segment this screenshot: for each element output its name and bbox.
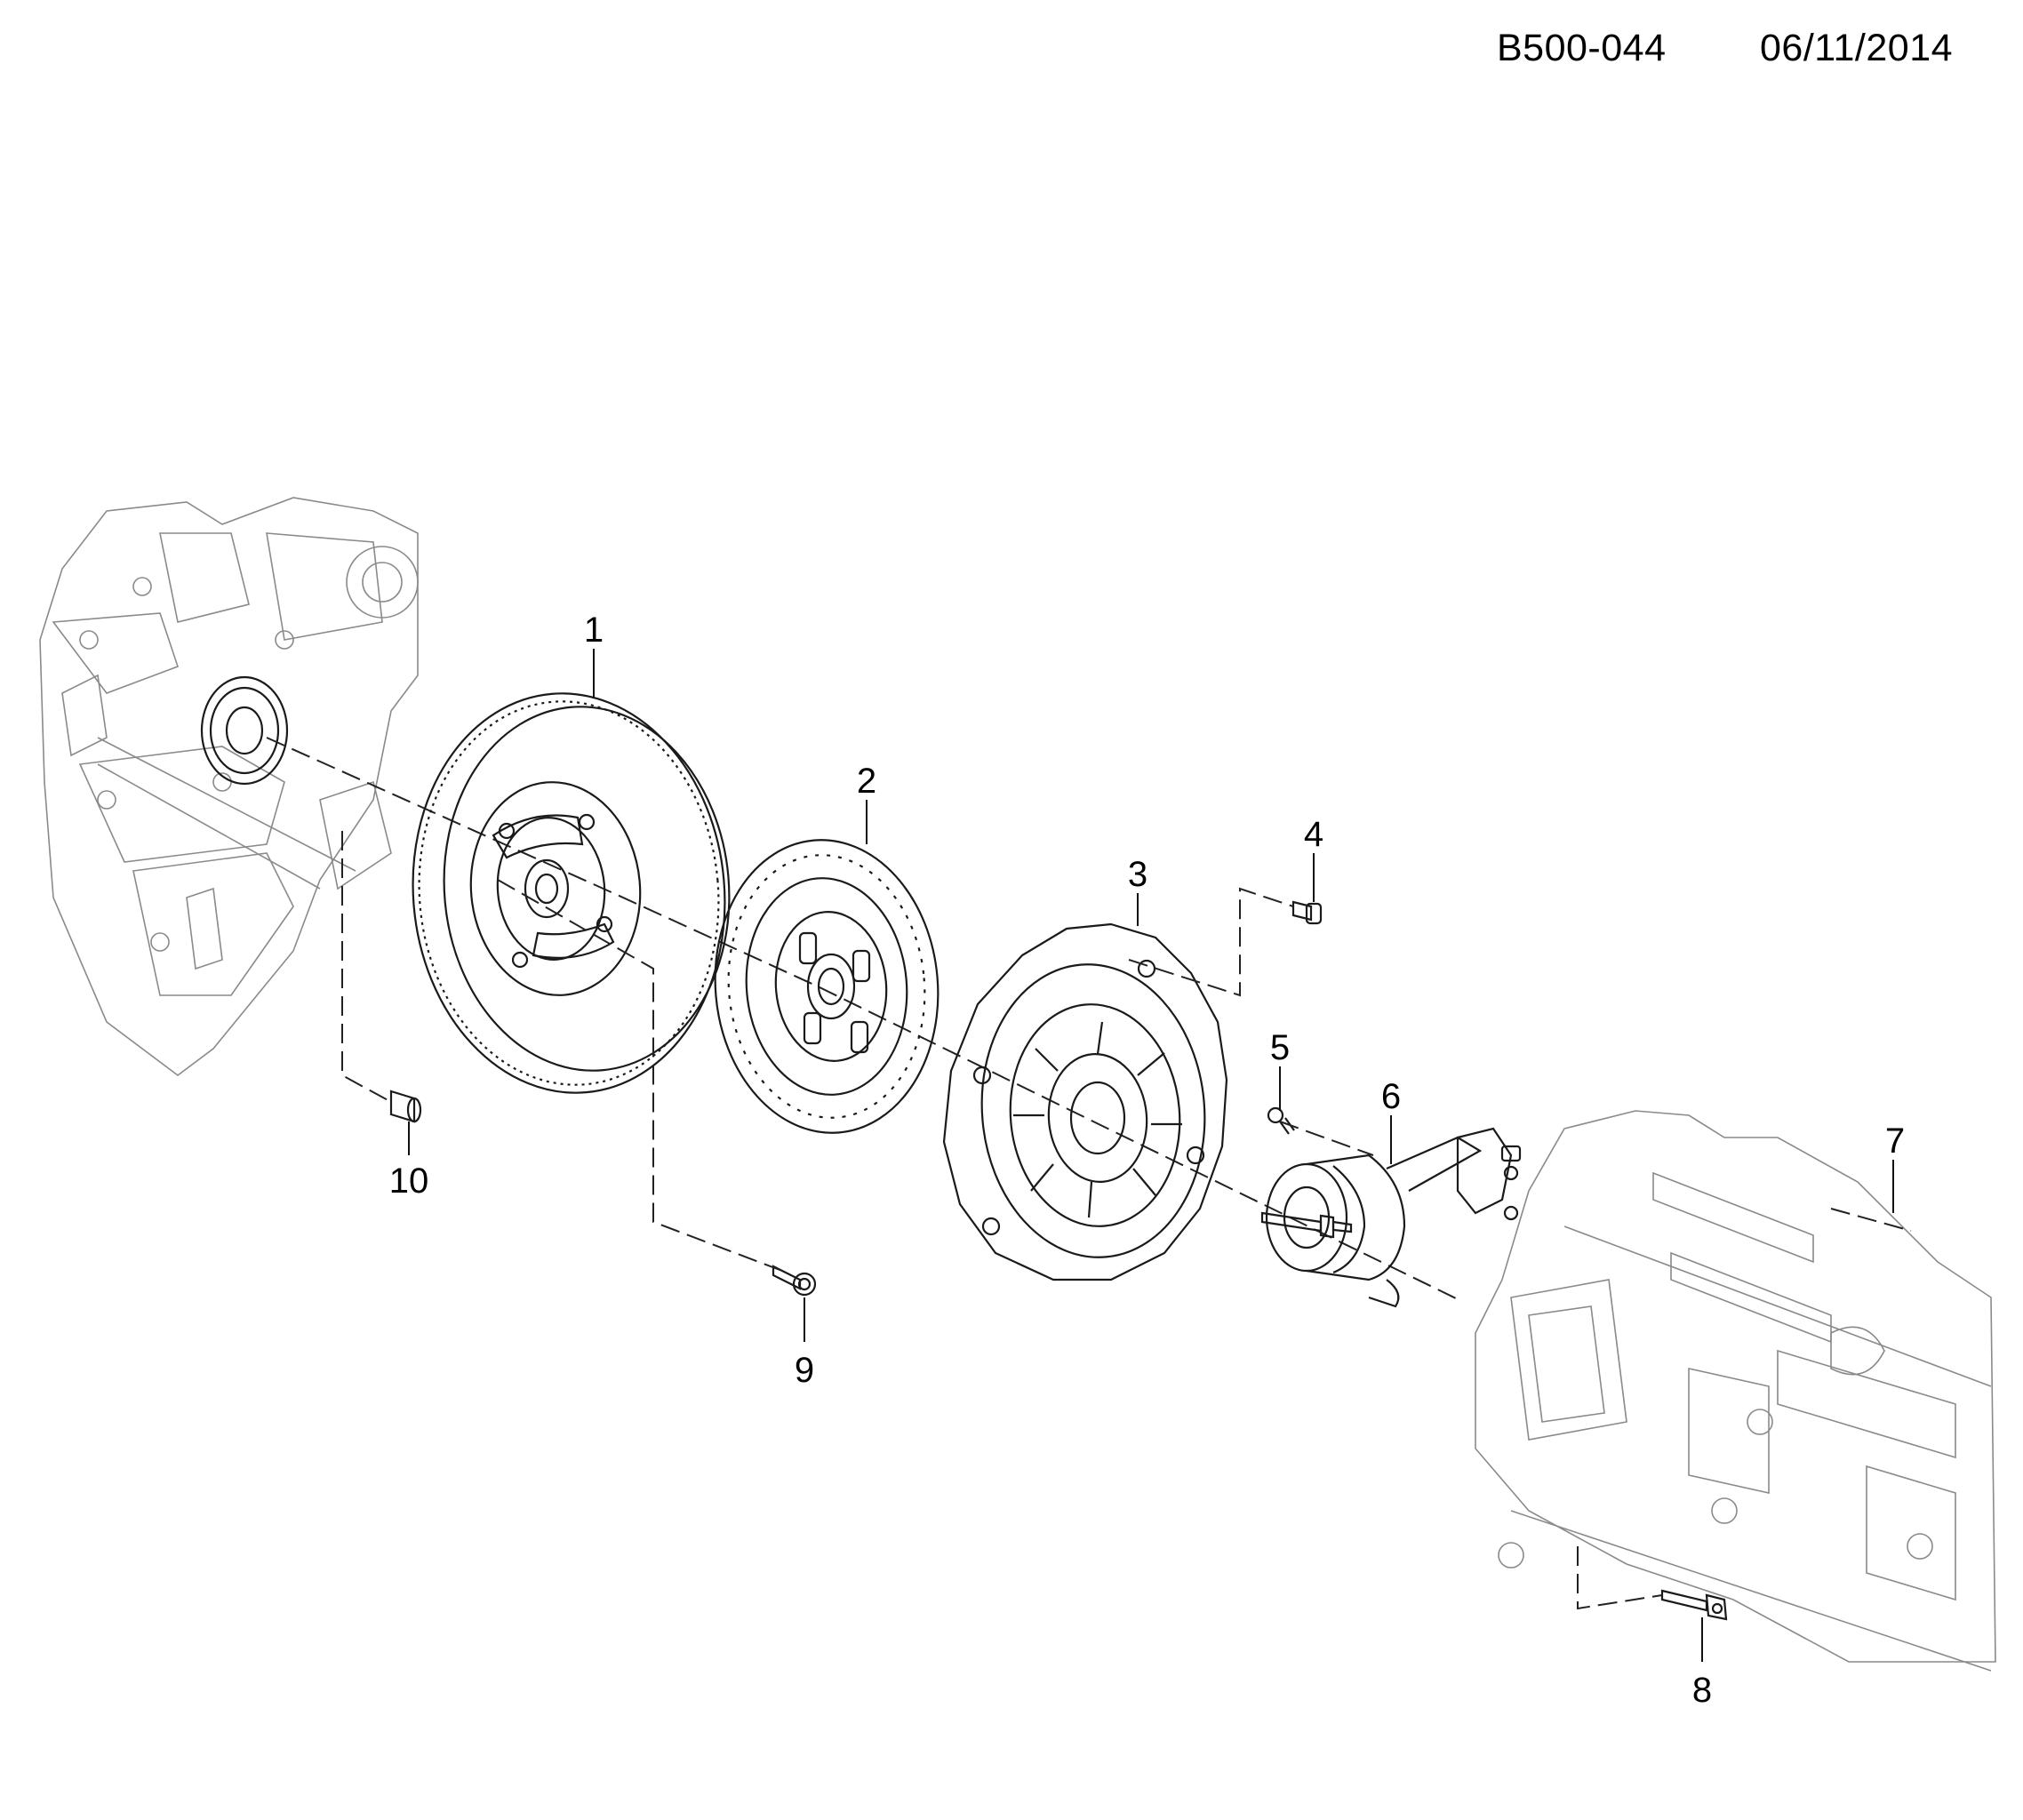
slave-cylinder-part-6 (1265, 1127, 1522, 1308)
flywheel-bolt-assembly-line (497, 879, 783, 1272)
bolt-5-assembly-line (1279, 1121, 1374, 1156)
callout-5: 5 (1270, 1028, 1290, 1067)
callout-6: 6 (1381, 1077, 1401, 1116)
bolt-4-assembly-line (1128, 887, 1294, 997)
crank-flange (200, 675, 289, 786)
callout-8: 8 (1692, 1671, 1712, 1710)
transmission-outline (1475, 1110, 1996, 1672)
pressure-plate-part-3 (942, 922, 1228, 1281)
callout-10: 10 (389, 1161, 429, 1201)
bolt-part-4 (1291, 900, 1323, 925)
callout-7: 7 (1885, 1122, 1905, 1161)
callout-3: 3 (1128, 855, 1147, 894)
bolt-part-8 (1660, 1589, 1728, 1621)
dowel-part-10 (389, 1090, 422, 1123)
bolt-part-9 (772, 1265, 817, 1297)
callout-1: 1 (584, 611, 604, 650)
callout-4: 4 (1304, 815, 1323, 854)
bolt-8-assembly-line (1577, 1546, 1663, 1610)
callout-9: 9 (795, 1351, 814, 1390)
stud-part-7 (1260, 1211, 1353, 1239)
flywheel-part-1 (412, 692, 731, 1094)
engine-block-outline (39, 497, 419, 1076)
stud-7-assembly-line (1830, 1208, 1912, 1232)
callout-2: 2 (857, 762, 876, 801)
dowel-assembly-line (341, 831, 392, 1103)
clutch-disc-part-2 (714, 839, 940, 1134)
diagram-date: 06/11/2014 (1760, 27, 1954, 69)
diagram-code: B500-044 (1497, 27, 1667, 69)
